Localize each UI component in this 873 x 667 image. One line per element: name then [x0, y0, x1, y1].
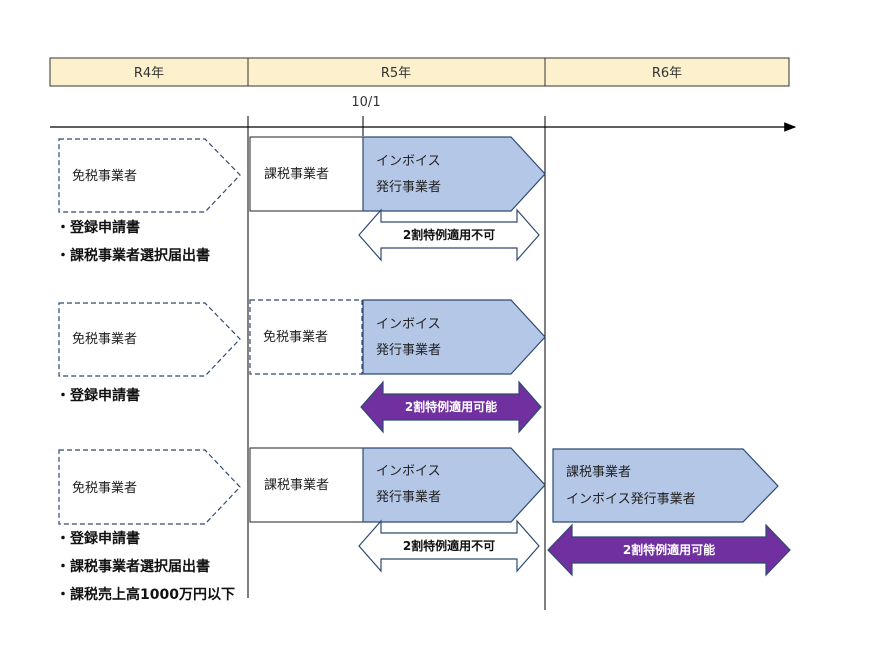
r6-line1: 課税事業者	[566, 464, 631, 480]
invoice-line2: 発行事業者	[376, 489, 441, 505]
year-cell-r4	[49, 57, 249, 87]
scenario-3: 免税事業者 課税事業者 インボイス 発行事業者 2割特例適用不可 課税事業者 イ…	[56, 447, 791, 603]
year-label-r6: R6年	[652, 66, 682, 81]
requirement-2: ・課税事業者選択届出書	[56, 558, 210, 575]
special-label: 2割特例適用不可	[403, 227, 495, 242]
marker-date: 10/1	[351, 95, 380, 110]
r6-invoice-pentagon	[552, 448, 779, 523]
special-not-applicable-arrow	[358, 519, 540, 573]
taxable-box	[249, 447, 364, 523]
taxable-box	[249, 136, 364, 212]
exempt-label: 免税事業者	[72, 168, 137, 184]
requirement-1: ・登録申請書	[56, 219, 140, 236]
taxable-label: 課税事業者	[264, 477, 329, 493]
exempt-label: 免税事業者	[72, 480, 137, 496]
year-label-r4: R4年	[134, 66, 164, 81]
requirement-2: ・課税事業者選択届出書	[56, 247, 210, 264]
scenario-2: 免税事業者 免税事業者 インボイス 発行事業者 2割特例適用可能 ・登録申請書	[56, 299, 546, 434]
exempt-box-label: 免税事業者	[263, 329, 328, 345]
invoice-line1: インボイス	[376, 464, 441, 479]
invoice-pentagon	[362, 299, 546, 375]
requirement-1: ・登録申請書	[56, 530, 140, 547]
invoice-line2: 発行事業者	[376, 342, 441, 358]
invoice-pentagon	[362, 447, 546, 523]
exempt-pentagon	[58, 302, 241, 377]
year-header: R4年 R5年 R6年	[49, 57, 790, 87]
taxable-label: 課税事業者	[264, 166, 329, 182]
invoice-line1: インボイス	[376, 154, 441, 169]
scenario-1: 免税事業者 課税事業者 インボイス 発行事業者 2割特例適用不可 ・登録申請書 …	[56, 136, 546, 264]
invoice-pentagon	[362, 136, 546, 212]
special-applicable-arrow	[360, 380, 542, 434]
r6-special-applicable-arrow	[547, 523, 791, 577]
exempt-box-dashed	[249, 299, 363, 375]
special-not-applicable-arrow	[358, 208, 540, 262]
invoice-line1: インボイス	[376, 317, 441, 332]
r6-special-label: 2割特例適用可能	[623, 542, 715, 557]
exempt-pentagon	[58, 138, 241, 213]
special-label: 2割特例適用不可	[403, 538, 495, 553]
year-cell-r5	[247, 57, 546, 87]
requirement-1: ・登録申請書	[56, 387, 140, 404]
r6-line2: インボイス発行事業者	[566, 491, 696, 507]
invoice-line2: 発行事業者	[376, 179, 441, 195]
special-label: 2割特例適用可能	[405, 399, 497, 414]
exempt-pentagon	[58, 449, 241, 525]
exempt-label: 免税事業者	[72, 331, 137, 347]
year-cell-r6	[544, 57, 790, 87]
year-label-r5: R5年	[381, 66, 411, 81]
requirement-3: ・課税売上高1000万円以下	[56, 586, 235, 603]
